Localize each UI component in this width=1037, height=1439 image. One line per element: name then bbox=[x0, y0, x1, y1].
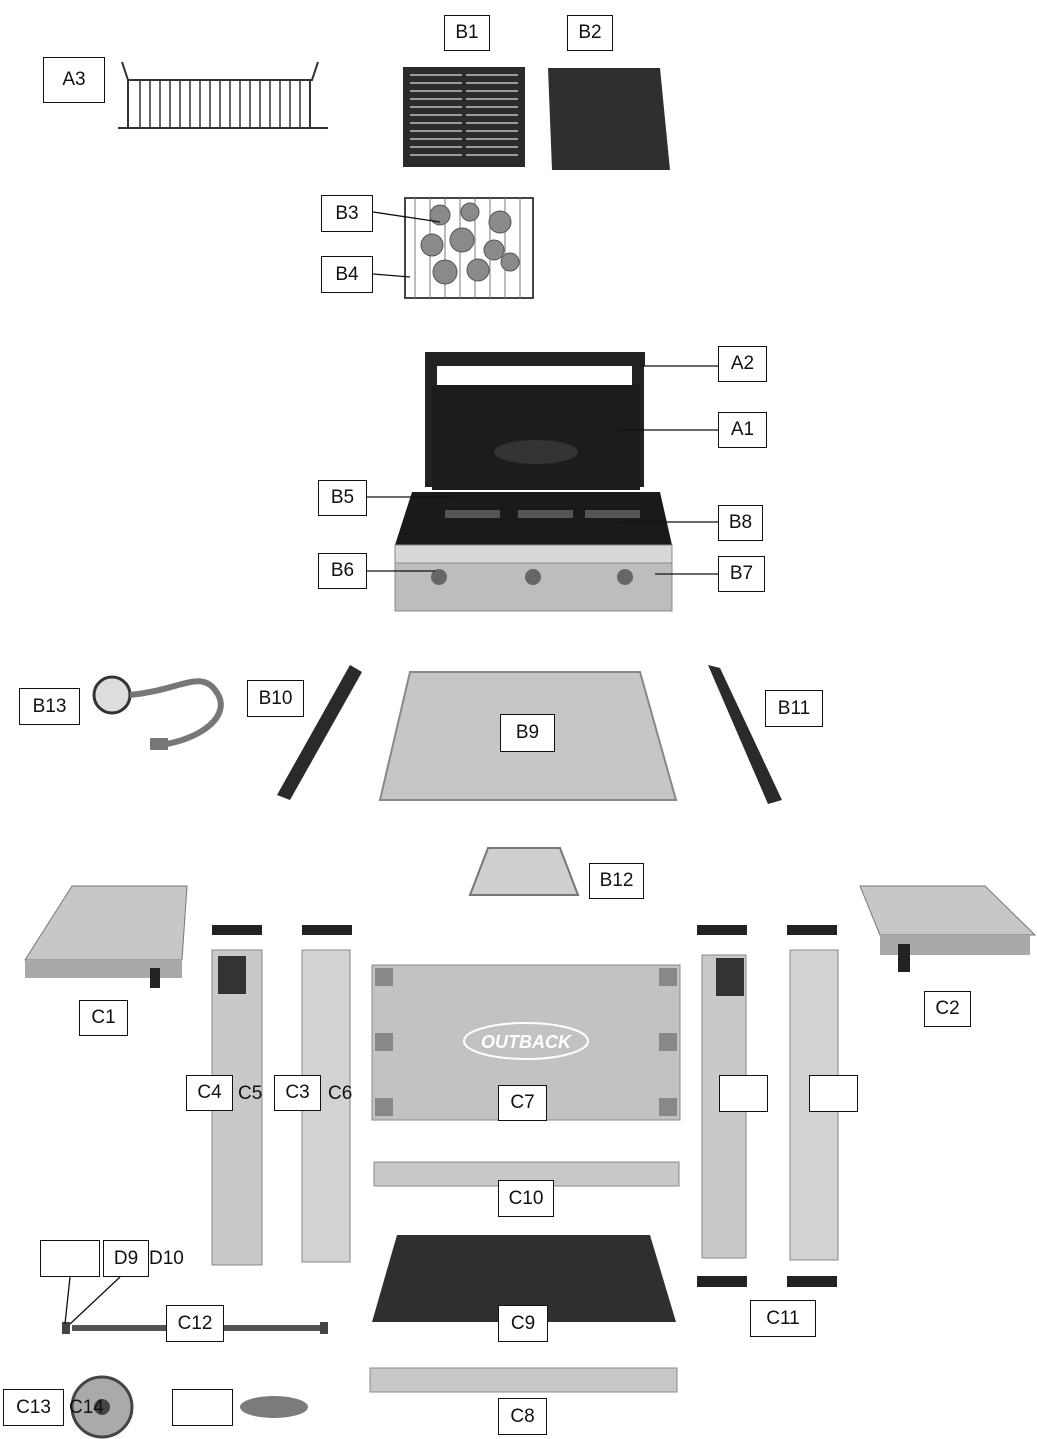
label-b11: B11 bbox=[765, 690, 823, 727]
label-b13: B13 bbox=[19, 688, 80, 725]
side-shelf-c2 bbox=[859, 885, 1037, 972]
label-blank-right-1 bbox=[719, 1075, 768, 1112]
label-blank-bottom bbox=[172, 1389, 233, 1426]
label-c4: C4 bbox=[186, 1075, 233, 1111]
label-b10: B10 bbox=[247, 680, 304, 717]
warming-rack-a3 bbox=[118, 61, 328, 129]
label-c12: C12 bbox=[166, 1305, 224, 1342]
label-c7: C7 bbox=[498, 1085, 547, 1121]
cooking-grill-b1 bbox=[403, 67, 525, 167]
label-c13: C13 bbox=[3, 1389, 64, 1426]
label-b9: B9 bbox=[500, 714, 555, 752]
legs-and-caps bbox=[211, 925, 839, 1287]
side-rail-b11 bbox=[708, 665, 782, 804]
barbecue-body bbox=[394, 352, 673, 612]
regulator-hose-b13 bbox=[92, 675, 224, 750]
label-a3: A3 bbox=[43, 57, 105, 103]
griddle-plate-b2 bbox=[548, 68, 670, 170]
label-a1: A1 bbox=[718, 412, 767, 448]
rail-c8 bbox=[369, 1367, 678, 1393]
label-b1: B1 bbox=[444, 15, 490, 51]
label-b8: B8 bbox=[718, 505, 763, 541]
side-shelf-c1 bbox=[24, 885, 188, 988]
label-a2: A2 bbox=[718, 346, 767, 382]
badge-part bbox=[240, 1396, 308, 1418]
label-blank-left bbox=[40, 1240, 100, 1277]
bottom-shelf-c9 bbox=[372, 1235, 676, 1322]
label-b4: B4 bbox=[321, 256, 373, 293]
lava-rock-grate bbox=[404, 197, 534, 299]
label-c9: C9 bbox=[498, 1305, 548, 1342]
leader-lines bbox=[64, 211, 720, 1325]
label-c1: C1 bbox=[79, 1000, 128, 1036]
label-c5: C5 bbox=[238, 1083, 263, 1104]
label-b6: B6 bbox=[318, 553, 367, 589]
label-c2: C2 bbox=[924, 991, 971, 1027]
label-c6: C6 bbox=[328, 1083, 353, 1104]
label-c10: C10 bbox=[498, 1180, 554, 1217]
label-d9: D9 bbox=[103, 1240, 149, 1277]
label-d10: D10 bbox=[149, 1248, 184, 1269]
label-b12: B12 bbox=[589, 863, 644, 899]
label-b2: B2 bbox=[567, 15, 613, 51]
label-b5: B5 bbox=[318, 480, 367, 516]
label-blank-right-2 bbox=[809, 1075, 858, 1112]
rail-c10 bbox=[373, 1161, 680, 1187]
label-b7: B7 bbox=[718, 556, 765, 592]
label-c3: C3 bbox=[274, 1075, 321, 1111]
label-b3: B3 bbox=[321, 195, 373, 232]
grease-cup-b12 bbox=[468, 847, 580, 896]
label-c14: C14 bbox=[69, 1397, 104, 1418]
wheel-c13 bbox=[70, 1375, 134, 1439]
label-c8: C8 bbox=[498, 1398, 547, 1435]
label-c11: C11 bbox=[750, 1300, 816, 1337]
side-rail-b10 bbox=[277, 665, 362, 800]
